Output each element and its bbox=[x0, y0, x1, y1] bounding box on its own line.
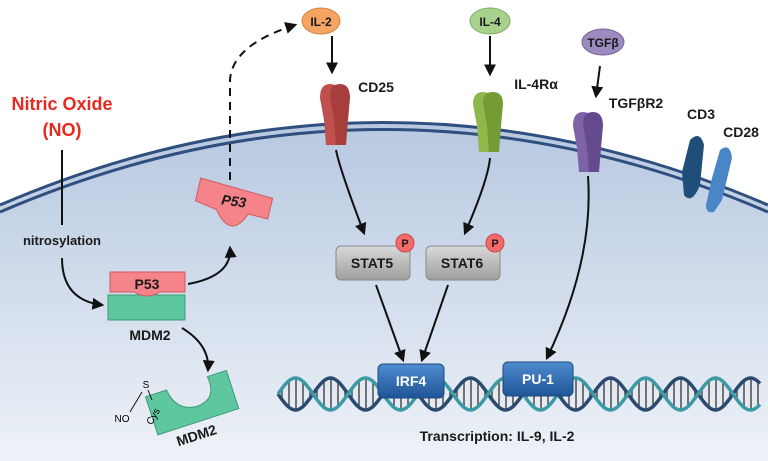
cd3-molecule bbox=[682, 136, 704, 199]
mdm2-label: MDM2 bbox=[129, 327, 170, 343]
no-s-bond bbox=[129, 391, 143, 413]
cd25-label: CD25 bbox=[358, 79, 394, 95]
cd25-to-stat5-arrow bbox=[335, 149, 367, 236]
cd28-molecule bbox=[706, 147, 732, 213]
dna-strand-a bbox=[276, 376, 762, 412]
il2-ligand bbox=[301, 7, 341, 35]
s-label: S bbox=[143, 380, 150, 391]
tgfbr2-to-pu1-arrow bbox=[545, 175, 590, 361]
p53-bottom-label: P53 bbox=[135, 276, 160, 292]
no-abbrev-label: (NO) bbox=[43, 120, 82, 140]
tgfbr2-label: TGFβR2 bbox=[609, 95, 664, 111]
cd25-receptor bbox=[320, 84, 350, 145]
complex-to-p53-arrow bbox=[187, 245, 237, 285]
cell-membrane-inner bbox=[0, 128, 768, 214]
irf4-box: IRF4 bbox=[377, 363, 445, 399]
il4-label: IL-4 bbox=[479, 15, 501, 29]
il4ra-receptor bbox=[473, 92, 503, 152]
stat6-phospho-badge bbox=[485, 233, 505, 253]
no-s-label: NO bbox=[115, 414, 130, 425]
pu1-box: PU-1 bbox=[502, 361, 574, 397]
tgfb-to-tgfbr2-arrow bbox=[591, 65, 604, 99]
stat5-to-irf4-arrow bbox=[375, 284, 406, 363]
p53-free-shape bbox=[194, 177, 274, 227]
p53-to-il2-dashed-arrow bbox=[229, 22, 298, 180]
nitrosylation-label: nitrosylation bbox=[23, 233, 101, 248]
il4ra-label: IL-4Rα bbox=[514, 76, 558, 92]
stat6-label: STAT6 bbox=[441, 255, 483, 271]
nitrosylated-mdm2 bbox=[144, 369, 240, 436]
transcription-label: Transcription: IL-9, IL-2 bbox=[420, 428, 575, 444]
cd3-label: CD3 bbox=[687, 106, 715, 122]
no-to-p53-arrow bbox=[61, 150, 102, 305]
stat6-box: STAT6 P bbox=[425, 233, 505, 281]
pu1-label: PU-1 bbox=[522, 371, 554, 387]
mdm2-nitrosylated-shape bbox=[144, 369, 240, 436]
mdm2-block bbox=[107, 294, 186, 321]
tgfb-ligand bbox=[581, 28, 625, 56]
stat5-phospho-badge bbox=[395, 233, 415, 253]
il2-label: IL-2 bbox=[310, 15, 332, 29]
il4ra-to-stat6-arrow bbox=[463, 157, 491, 236]
cys-bond bbox=[147, 389, 153, 401]
stat6-to-irf4-arrow bbox=[419, 284, 449, 363]
nitric-oxide-label: Nitric Oxide bbox=[11, 94, 112, 114]
tgfb-label: TGFβ bbox=[587, 36, 618, 50]
stat5-label: STAT5 bbox=[351, 255, 393, 271]
free-p53: P53 bbox=[194, 177, 274, 227]
irf4-label: IRF4 bbox=[396, 373, 427, 389]
p53-top-label: P53 bbox=[220, 191, 247, 210]
p53-mdm2-complex: P53 MDM2 bbox=[107, 271, 186, 343]
stat5-box: STAT5 P bbox=[335, 233, 415, 281]
p53-block bbox=[109, 271, 186, 297]
cell-membrane-outer bbox=[0, 121, 768, 207]
cd28-label: CD28 bbox=[723, 124, 759, 140]
mdm2-to-nitrosylated-arrow bbox=[181, 327, 215, 373]
stat5-phospho-label: P bbox=[401, 238, 408, 250]
tgfbr2-receptor bbox=[573, 112, 603, 172]
il4-ligand bbox=[469, 7, 511, 35]
stat6-phospho-label: P bbox=[491, 238, 498, 250]
